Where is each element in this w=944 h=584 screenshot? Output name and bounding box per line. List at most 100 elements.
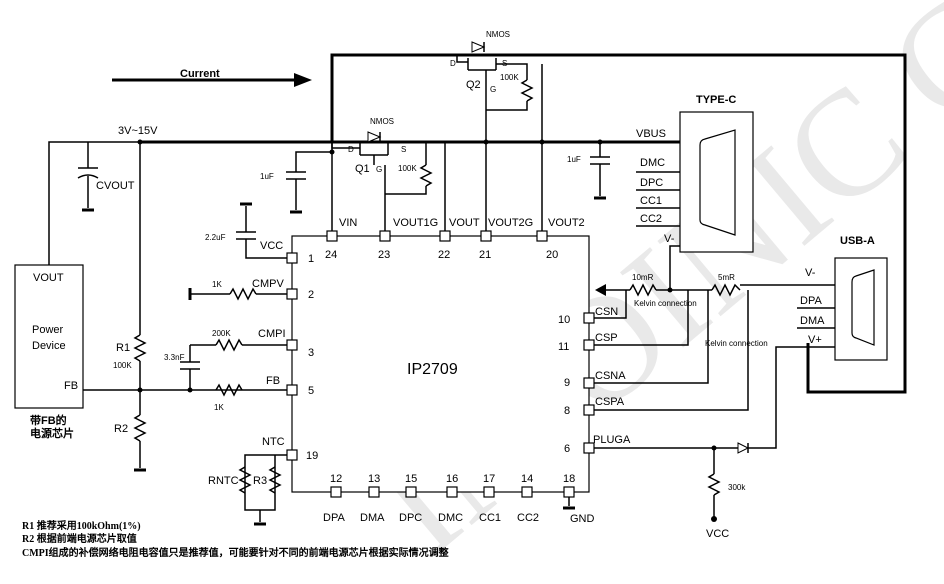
cvout-label: CVOUT [96, 180, 135, 192]
pin-1-num: 1 [308, 253, 314, 265]
vin-capacitor: 1uF [260, 151, 332, 214]
chip-name: IP2709 [407, 361, 458, 378]
device-caption: 带FB的 [30, 413, 67, 427]
pin-20-num: 20 [546, 249, 558, 261]
q1-gate: G [376, 165, 382, 174]
vbus-capacitor: 1uF [567, 139, 610, 200]
q2-type: NMOS [486, 30, 510, 39]
q1-resistor-value: 100K [398, 164, 417, 173]
power-device-title: Power [32, 324, 64, 336]
pin-fb-name: FB [266, 375, 280, 387]
pluga-network: 300k VCC [590, 346, 808, 540]
vout-label: VOUT [33, 272, 64, 284]
pins-left: VCC CMPV CMPI FB NTC 1 2 3 5 19 [252, 240, 318, 462]
usb-a-title: USB-A [840, 235, 875, 247]
type-c-dmc: DMC [640, 157, 665, 169]
pin-dpc-name: DPC [399, 512, 422, 524]
power-device: VOUT Power Device FB 带FB的 电源芯片 3V~15V [14, 125, 158, 440]
r-fb-label: 1K [214, 403, 224, 412]
q1-nmos: NMOS D S G Q1 100K [331, 117, 446, 236]
usb-a-connector: USB-A V- DPA DMA V+ [740, 235, 888, 361]
current-sense: 10mR 5mR Kelvin connection Kelvin connec… [590, 273, 768, 411]
pin-csn-name: CSN [595, 306, 618, 318]
pin-19-num: 19 [306, 450, 318, 462]
note-3: CMPI组成的补偿网络电阻电容值只是推荐值，可能要针对不同的前端电源芯片根据实际… [22, 546, 449, 559]
pin-17-num: 17 [483, 473, 495, 485]
pin-vout2g-name: VOUT2G [488, 217, 533, 229]
pin-cmpi-name: CMPI [258, 328, 286, 340]
pin-10-num: 10 [558, 314, 570, 326]
pin-dpa-name: DPA [323, 512, 345, 524]
pin-6-num: 6 [564, 443, 570, 455]
pin-gnd-name: GND [570, 513, 595, 525]
r1-value: 100K [113, 361, 132, 370]
q1-type: NMOS [370, 117, 394, 126]
usb-a-vminus: V- [805, 267, 816, 279]
pin-csna-name: CSNA [595, 370, 626, 382]
pin-dma-name: DMA [360, 512, 385, 524]
supply-range-label: 3V~15V [118, 125, 158, 137]
current-label: Current [180, 68, 220, 80]
type-c-connector: TYPE-C VBUS DMC DPC CC1 CC2 V- [636, 94, 754, 290]
ip2709-body [291, 235, 590, 493]
pins-right: CSN CSP CSNA CSPA PLUGA 10 11 9 8 6 [558, 306, 631, 455]
type-c-dpc: DPC [640, 177, 663, 189]
pin-16-num: 16 [446, 473, 458, 485]
pin-cmpv-name: CMPV [252, 278, 284, 290]
r3-label: R3 [253, 475, 267, 487]
power-device-title-2: Device [32, 340, 66, 352]
pin-9-num: 9 [564, 377, 570, 389]
pin-vin-name: VIN [339, 217, 357, 229]
q2-gate: G [490, 85, 496, 94]
r-cmpv-label: 1K [212, 280, 222, 289]
q1-drain: D [348, 145, 354, 154]
type-c-title: TYPE-C [696, 94, 736, 106]
pluga-resistor-value: 300k [728, 483, 746, 492]
r1-label: R1 [116, 342, 130, 354]
pin-cc1-name: CC1 [479, 512, 501, 524]
pin-18-num: 18 [563, 473, 575, 485]
type-c-vminus: V- [664, 233, 675, 245]
pin-ntc-name: NTC [262, 436, 285, 448]
left-passives: 2.2uF 1K 200K 3.3nF 1K RNTC R3 [164, 202, 292, 526]
c-vcc-label: 2.2uF [205, 233, 226, 242]
current-arrow: Current [112, 68, 312, 87]
q1-source: S [401, 145, 406, 154]
kelvin2-label: Kelvin connection [705, 339, 768, 348]
c-vbus-label: 1uF [567, 155, 581, 164]
usb-a-vplus: V+ [808, 334, 822, 346]
pin-vout1g-name: VOUT1G [393, 217, 438, 229]
q2-resistor-value: 100K [500, 73, 519, 82]
pin-11-num: 11 [558, 341, 569, 353]
pin-vcc-name: VCC [260, 240, 283, 252]
type-c-cc2: CC2 [640, 213, 662, 225]
c-comp-label: 3.3nF [164, 353, 185, 362]
pin-vout2-name: VOUT2 [548, 217, 585, 229]
pin-csp-name: CSP [595, 332, 618, 344]
pin-22-num: 22 [438, 249, 450, 261]
sense1-value: 10mR [632, 273, 654, 282]
r-cmpi-label: 200K [212, 329, 231, 338]
rntc-label: RNTC [208, 475, 239, 487]
sense2-value: 5mR [718, 273, 735, 282]
cvout-capacitor: CVOUT [77, 142, 135, 212]
pin-14-num: 14 [521, 473, 533, 485]
pin-vout-name: VOUT [449, 217, 480, 229]
q2-nmos: NMOS D S G Q2 100K [450, 30, 543, 236]
r2-label: R2 [114, 423, 128, 435]
pin-23-num: 23 [378, 249, 390, 261]
note-2: R2 根据前端电源芯片取值 [22, 532, 137, 545]
type-c-vbus: VBUS [636, 128, 666, 140]
type-c-cc1: CC1 [640, 195, 662, 207]
pin-8-num: 8 [564, 405, 570, 417]
usb-a-dpa: DPA [800, 295, 822, 307]
q2-label: Q2 [466, 79, 481, 91]
device-caption-2: 电源芯片 [30, 426, 74, 440]
pins-top: VIN VOUT1G VOUT VOUT2G VOUT2 24 23 22 21… [325, 217, 585, 261]
pin-cspa-name: CSPA [595, 396, 625, 408]
pin-2-num: 2 [308, 289, 314, 301]
pin-dmc-name: DMC [438, 512, 463, 524]
usb-a-dma: DMA [800, 315, 825, 327]
pin-13-num: 13 [368, 473, 380, 485]
